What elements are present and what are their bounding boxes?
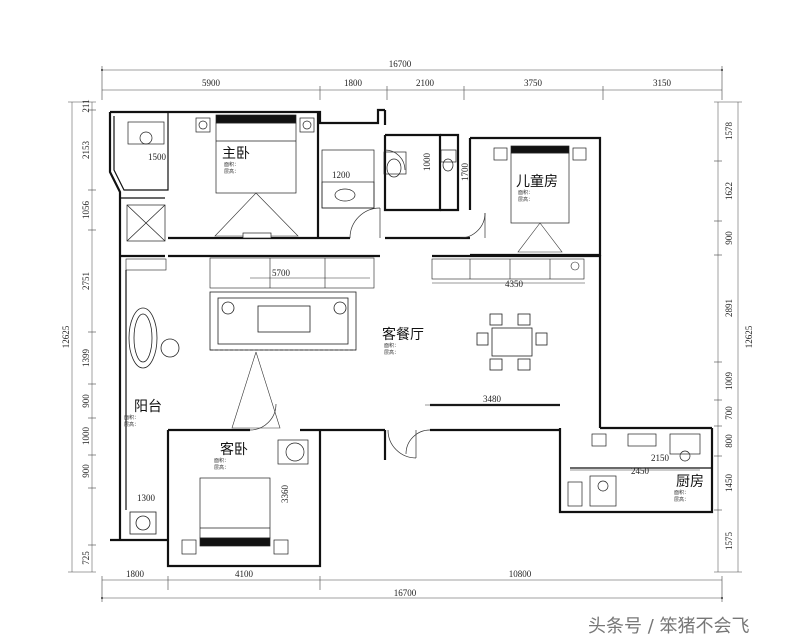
room-children: 儿童房 [516,173,558,190]
dim-top-2: 1800 [344,78,363,88]
dim-left-2: 2153 [81,141,91,160]
room-balcony: 阳台 [134,399,162,415]
note-living-height: 层高： [384,349,399,356]
dim-left-3: 1056 [81,201,91,220]
dim-inner-3360: 3360 [280,485,290,504]
left-dims: 211 2153 1056 2751 1399 900 1000 900 725… [61,99,91,564]
room-kitchen: 厨房 [676,474,704,490]
dim-bottom-1: 1800 [126,569,145,579]
dim-right-1: 1578 [724,122,734,141]
dim-left-9: 725 [81,551,91,565]
note-children-area: 面积： [518,189,533,196]
dim-right-4: 2891 [724,299,734,317]
dim-top-3: 2100 [416,78,435,88]
right-dims: 1578 1622 900 2891 1009 700 800 1450 157… [724,122,754,551]
wardrobes [125,257,585,289]
note-balcony-height: 层高： [124,421,139,428]
dining-set [476,313,548,371]
note-kitchen-area: 面积： [674,489,689,496]
dim-right-6: 700 [724,406,734,420]
dim-left-4: 2751 [81,272,91,290]
room-guest: 客卧 [220,441,248,458]
dim-left-5: 1399 [81,349,91,368]
dim-inner-1000: 1000 [422,153,432,172]
note-guest-area: 面积： [214,457,229,464]
dim-inner-1700: 1700 [460,163,470,182]
dim-left-8: 900 [81,464,91,478]
note-master-area: 面积： [224,161,239,168]
note-kitchen-height: 层高： [674,496,689,503]
dim-inner-1200a: 1200 [332,170,351,180]
balcony-lounge [128,307,180,535]
dim-bottom-3: 10800 [509,569,532,579]
dim-left-6: 900 [81,394,91,408]
dim-inner-5700: 5700 [272,268,291,278]
dim-top-4: 3750 [524,78,543,88]
dim-right-5: 1009 [724,372,734,391]
children-bed [493,145,587,253]
master-bed [195,114,315,239]
dim-inner-4350: 4350 [505,279,524,289]
note-children-height: 层高： [518,196,533,203]
dim-top-total: 16700 [389,59,412,69]
dim-inner-1300: 1300 [137,493,156,503]
dim-inner-1500: 1500 [148,152,167,162]
dim-top-5: 3150 [653,78,672,88]
living-sofa [209,291,357,429]
dim-inner-2450: 2450 [631,466,650,476]
reading-chair [127,121,165,145]
note-master-height: 层高： [224,168,239,175]
dimension-lines [68,66,742,602]
guest-bed [181,439,309,555]
dim-right-3: 900 [724,231,734,245]
dim-bottom-total: 16700 [394,588,417,598]
room-master: 主卧 [222,146,250,162]
watermark: 头条号 / 笨猪不会飞 [588,616,750,637]
dim-right-total: 12625 [744,325,754,348]
dim-right-8: 1450 [724,474,734,493]
dim-left-1: 211 [81,99,91,112]
note-balcony-area: 面积： [124,414,139,421]
dim-left-total: 12625 [61,325,71,348]
kitchen-fixtures [567,433,701,507]
room-living: 客餐厅 [382,326,424,343]
dim-left-7: 1000 [81,427,91,446]
note-guest-height: 层高： [214,464,229,471]
note-living-area: 面积： [384,342,399,349]
dim-inner-2150: 2150 [651,453,670,463]
doors [249,149,486,459]
dim-right-9: 1575 [724,532,734,551]
dim-right-2: 1622 [724,182,734,200]
dim-right-7: 800 [724,434,734,448]
bathroom-fixtures [321,149,457,209]
dim-bottom-2: 4100 [235,569,254,579]
dim-inner-3480: 3480 [483,394,502,404]
shower-box [126,204,166,242]
dim-top-1: 5900 [202,78,221,88]
